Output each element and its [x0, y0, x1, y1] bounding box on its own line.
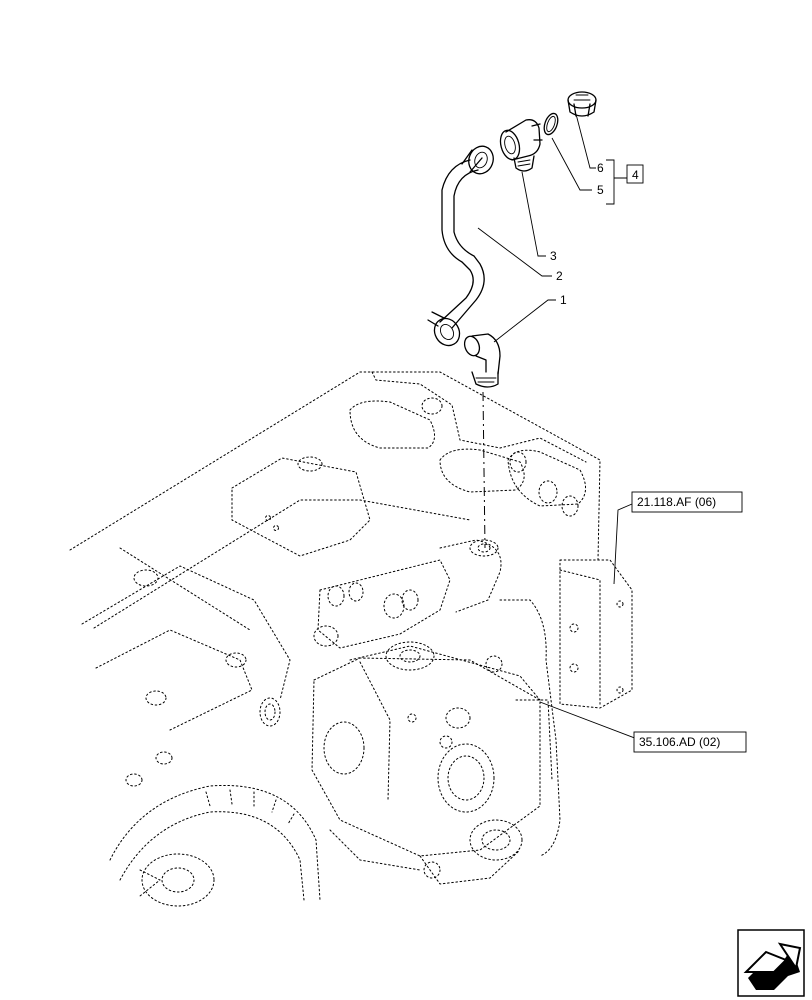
elbow-fitting-part — [463, 333, 501, 388]
reference-link-top[interactable]: 21.118.AF (06) — [631, 491, 743, 513]
callout-4-box[interactable]: 4 — [626, 164, 644, 184]
reference-link-bottom[interactable]: 35.106.AD (02) — [633, 731, 747, 753]
plug-part — [567, 91, 597, 117]
assembly-axis-line — [482, 391, 486, 549]
tee-fitting-part — [499, 119, 543, 172]
navigation-arrow-icon[interactable] — [737, 929, 805, 997]
callout-4: 4 — [632, 168, 639, 182]
callout-1: 1 — [560, 293, 567, 307]
parts-group — [427, 91, 597, 388]
callout-2: 2 — [556, 269, 563, 283]
reference-label-top: 21.118.AF (06) — [637, 495, 716, 509]
pipe-part — [427, 145, 494, 347]
seal-ring-part — [543, 112, 559, 136]
transmission-housing-group — [69, 371, 633, 907]
callout-5: 5 — [597, 183, 604, 197]
reference-label-bottom: 35.106.AD (02) — [639, 735, 720, 749]
callout-6: 6 — [597, 161, 604, 175]
leader-lines-group — [477, 113, 641, 741]
callouts-group: 1 2 3 5 6 4 — [550, 161, 644, 307]
callout-3: 3 — [550, 249, 557, 263]
